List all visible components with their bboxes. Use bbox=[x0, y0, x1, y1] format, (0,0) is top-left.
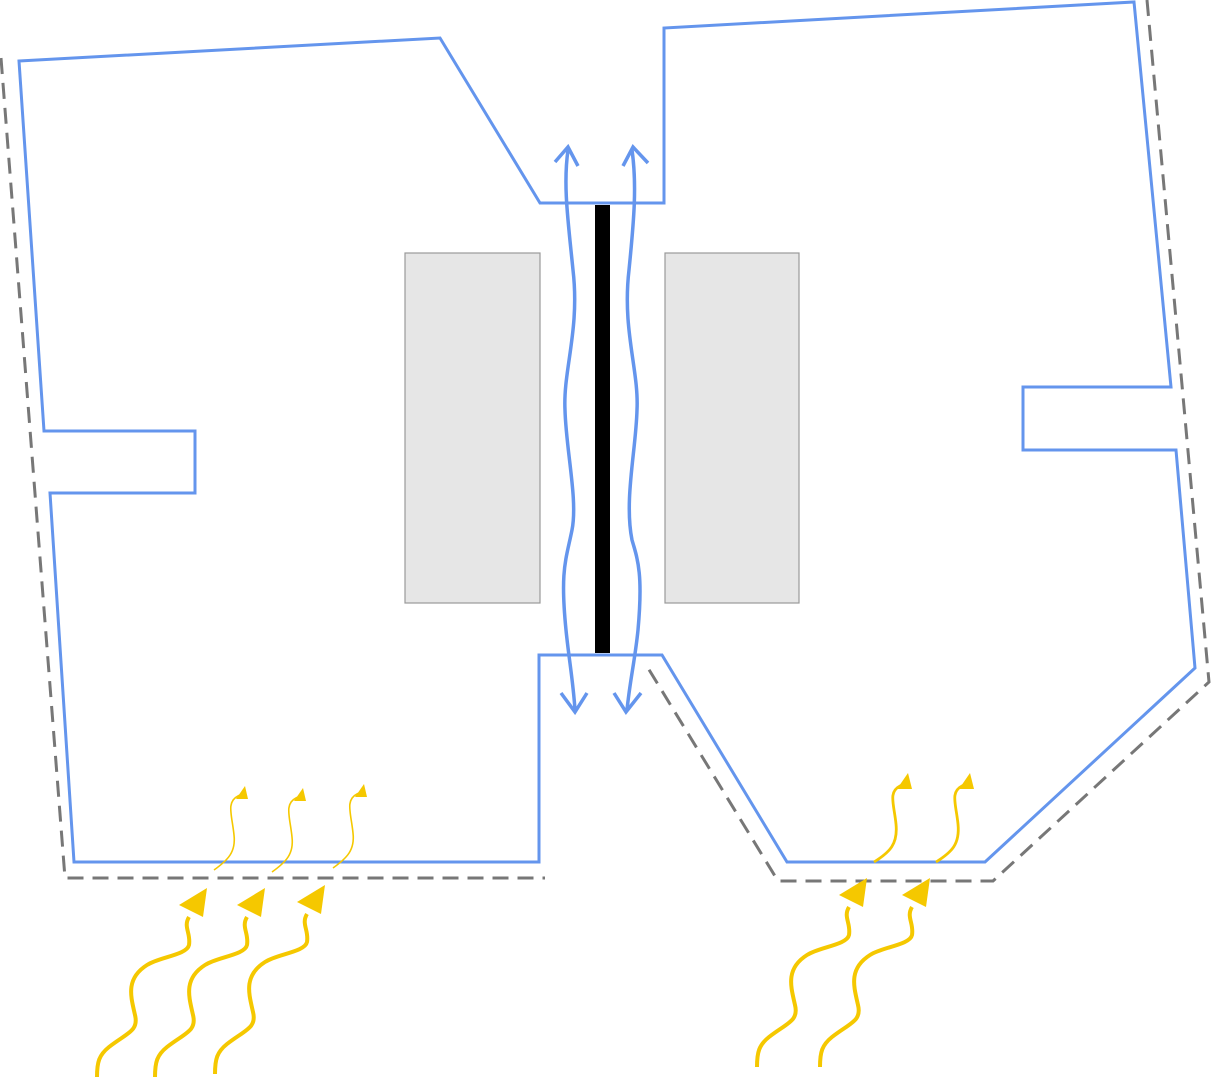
interior-light-arrow bbox=[332, 783, 368, 869]
airflow-arrowhead-left-bottom bbox=[559, 691, 589, 716]
interior-light-arrow bbox=[213, 785, 249, 871]
right-core-block bbox=[664, 252, 800, 604]
airflow-arrowhead-left-top bbox=[553, 143, 580, 167]
airflow-arrowhead-right-top bbox=[621, 144, 650, 167]
building-outline bbox=[17, 0, 1197, 864]
central-partition-wall bbox=[595, 205, 610, 653]
sun-ray-arrow bbox=[213, 883, 327, 1076]
airflow-arrows bbox=[553, 143, 650, 716]
sunlight-arrows bbox=[95, 771, 976, 1079]
sun-ray-arrow bbox=[755, 876, 869, 1069]
right-boundary-line bbox=[646, 0, 1211, 883]
interior-light-arrow bbox=[271, 787, 307, 873]
site-boundary-dashed bbox=[0, 0, 1211, 883]
sun-ray-arrow bbox=[818, 876, 932, 1069]
interior-light-arrow bbox=[872, 771, 914, 864]
airflow-arrow-left bbox=[561, 149, 577, 711]
airflow-arrow-right bbox=[625, 149, 642, 711]
left-core-block bbox=[404, 252, 541, 604]
airflow-arrowhead-right-bottom bbox=[612, 691, 643, 716]
interior-light-arrow bbox=[934, 771, 976, 864]
